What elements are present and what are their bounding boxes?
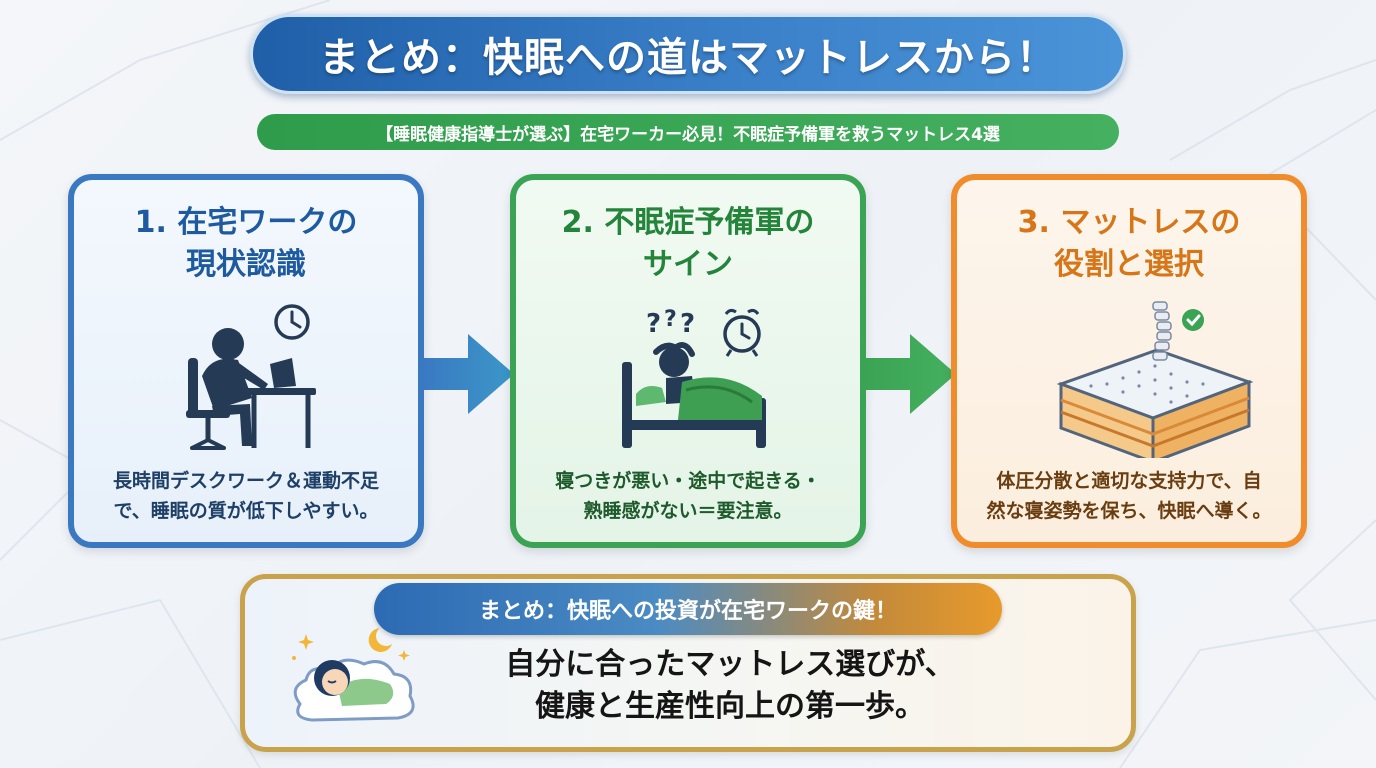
step-card-1: 1. 在宅ワークの 現状認識 [68, 174, 424, 548]
step-1-title-line2: 現状認識 [186, 247, 306, 282]
step-3-title-line1: 3. マットレスの [1017, 205, 1241, 240]
step-1-desc-line2: で、睡眠の質が低下しやすい。 [113, 500, 379, 522]
page-title: まとめ：快眠への道はマットレスから！ [250, 14, 1126, 94]
step-2-title-line2: サイン [643, 247, 733, 282]
mattress-spine-check-icon [1056, 301, 1254, 458]
svg-text:?: ? [680, 309, 695, 339]
step-1-title: 1. 在宅ワークの 現状認識 [74, 202, 418, 286]
step-3-desc-line1: 体圧分散と適切な支持力で、自 [996, 470, 1262, 492]
arrow-right-icon [862, 334, 956, 414]
step-3-title: 3. マットレスの 役割と選択 [957, 202, 1301, 286]
step-2-description: 寝つきが悪い・途中で起きる・ 熟睡感がない＝要注意。 [516, 466, 860, 526]
step-1-desc-line1: 長時間デスクワーク＆運動不足 [112, 470, 379, 492]
step-3-title-line2: 役割と選択 [1054, 247, 1204, 282]
desk-worker-clock-icon [186, 304, 316, 450]
svg-text:?: ? [646, 309, 661, 339]
step-3-desc-line2: 然な寝姿勢を保ち、快眠へ導く。 [986, 500, 1272, 522]
sleepless-bed-alarm-icon: ? ? ? [622, 307, 766, 448]
summary-line1: 自分に合ったマットレス選びが、 [505, 647, 955, 682]
sleeping-on-cloud-icon [292, 628, 415, 722]
summary-message: 自分に合ったマットレス選びが、 健康と生産性向上の第一歩。 [430, 644, 1030, 728]
svg-text:?: ? [664, 307, 677, 332]
summary-heading: まとめ：快眠への投資が在宅ワークの鍵！ [374, 583, 1002, 635]
step-card-3: 3. マットレスの 役割と選択 体圧分散と適切な支持力で、自 然な寝 [951, 174, 1307, 548]
step-1-title-line1: 1. 在宅ワークの [134, 205, 358, 240]
step-2-desc-line1: 寝つきが悪い・途中で起きる・ [555, 470, 821, 492]
step-3-description: 体圧分散と適切な支持力で、自 然な寝姿勢を保ち、快眠へ導く。 [957, 466, 1301, 526]
subtitle-banner: 【睡眠健康指導士が選ぶ】在宅ワーカー必見！不眠症予備軍を救うマットレス4選 [257, 114, 1119, 150]
step-1-description: 長時間デスクワーク＆運動不足 で、睡眠の質が低下しやすい。 [74, 466, 418, 526]
step-2-title-line1: 2. 不眠症予備軍の [561, 205, 815, 240]
step-2-title: 2. 不眠症予備軍の サイン [516, 202, 860, 286]
step-card-2: 2. 不眠症予備軍の サイン ? ? ? [510, 174, 866, 548]
arrow-right-icon [420, 334, 514, 414]
summary-line2: 健康と生産性向上の第一歩。 [535, 689, 925, 724]
step-2-desc-line2: 熟睡感がない＝要注意。 [583, 500, 793, 522]
